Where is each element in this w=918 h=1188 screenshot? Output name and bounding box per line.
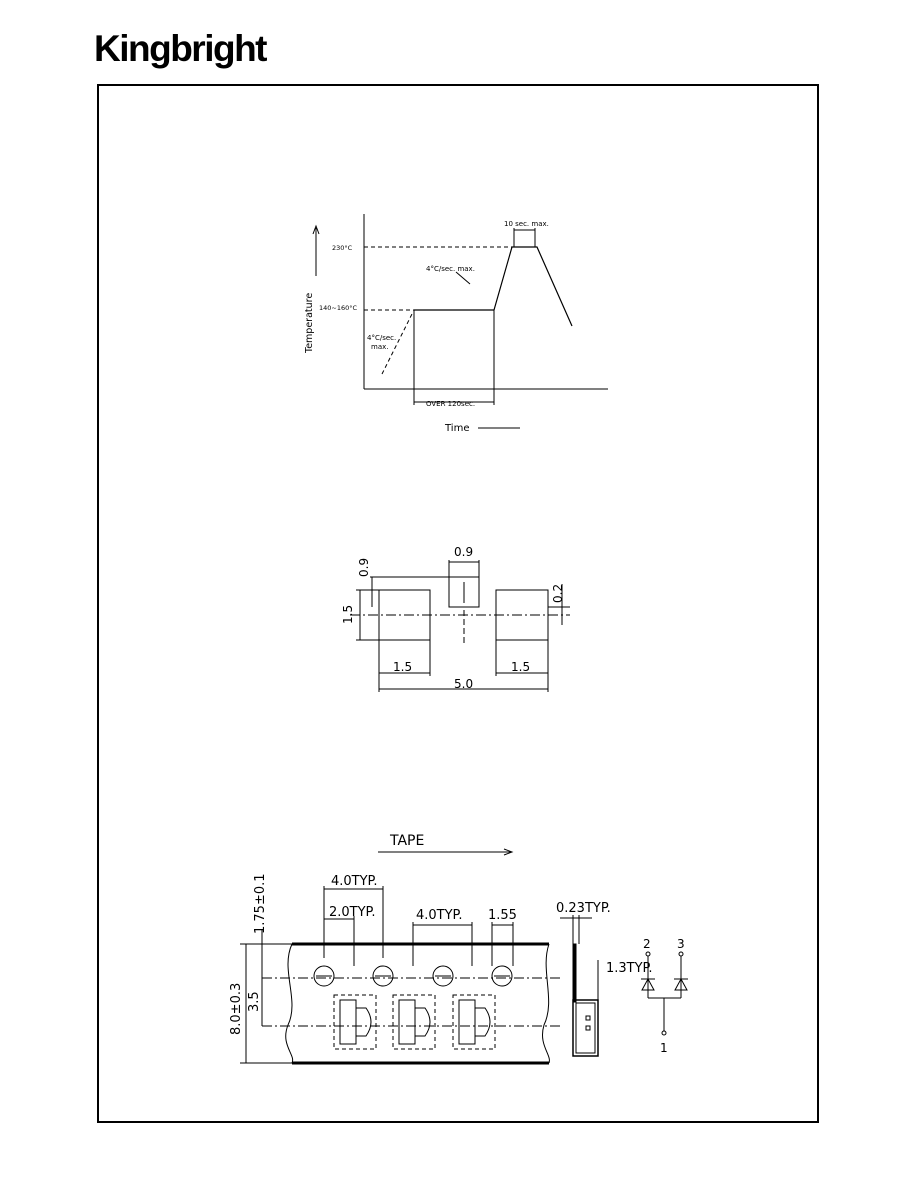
dwell-label: 10 sec. max.: [504, 220, 549, 228]
pin-2-dot: [645, 951, 651, 957]
sprocket-hole: [491, 965, 513, 987]
tape-drawing: [240, 848, 688, 1065]
dim-top-width: 0.9: [454, 545, 473, 559]
pocket: [392, 994, 436, 1050]
ramp-leader: [455, 271, 471, 285]
reflow-profile: [312, 214, 608, 429]
tape-break-left: [285, 943, 294, 1064]
tape-title: TAPE: [389, 833, 424, 849]
dim-edge-label: 1.75±0.1: [253, 873, 268, 934]
pin-1-label: 1: [660, 1041, 668, 1055]
dim-sprocket-pitch-label: 4.0TYP.: [331, 874, 378, 889]
tape-arrowhead: [503, 848, 514, 856]
pin-2-label: 2: [643, 937, 651, 951]
pin-1-dot: [661, 1030, 667, 1036]
tape-break-right: [542, 943, 550, 1064]
dim-thickness-label: 0.23TYP.: [556, 901, 611, 916]
dim-hole-offset-label: 3.5: [247, 991, 262, 1012]
ramp-label: 4°C/sec. max.: [426, 265, 475, 273]
dim-top-height: 0.9: [357, 558, 371, 577]
sprocket-hole: [432, 965, 454, 987]
sprocket-hole: [372, 965, 394, 987]
pin-3-dot: [678, 951, 684, 957]
brand-logo: Kingbright: [94, 28, 268, 69]
pin-3-label: 3: [677, 937, 685, 951]
dim-total-width: 5.0: [454, 677, 473, 691]
dim-left-pad: 1.5: [393, 660, 412, 674]
axis-temperature: Temperature: [304, 293, 315, 354]
dim-pad-height: 1.5: [341, 605, 355, 624]
dim-depth-label: 1.3TYP.: [606, 961, 653, 976]
dim-width-label: 8.0±0.3: [229, 983, 244, 1035]
dim-hole-dia-label: 1.55: [488, 908, 517, 923]
preheat-label-max: max.: [371, 343, 388, 351]
pocket-side-inner: [575, 1002, 596, 1054]
pad-center: [448, 576, 480, 608]
pad-layout: [350, 560, 570, 692]
sprocket-hole: [313, 965, 335, 987]
content-frame: [97, 84, 819, 1123]
component-mark: [585, 1015, 591, 1021]
axis-time: Time: [444, 423, 469, 434]
dim-hole-pocket-label: 2.0TYP.: [329, 905, 376, 920]
temp-soak-label: 140~160°C: [319, 304, 358, 312]
pocket: [452, 994, 496, 1050]
soak-time-label: OVER 120sec.: [426, 400, 475, 408]
dim-pocket-pitch-label: 4.0TYP.: [416, 908, 463, 923]
pocket: [333, 994, 377, 1050]
dim-gap: 0.2: [551, 584, 565, 603]
diode-symbol: [674, 977, 688, 991]
y-axis-arrowhead: [312, 224, 320, 235]
pocket-side: [572, 999, 599, 1057]
profile-curve: [414, 246, 573, 327]
component-mark: [585, 1025, 591, 1031]
temp-peak-label: 230°C: [332, 244, 353, 252]
diode-symbol: [641, 977, 655, 991]
tape-side-strip: [572, 943, 577, 1003]
dim-right-pad: 1.5: [511, 660, 530, 674]
preheat-label: 4°C/sec.: [367, 334, 396, 342]
